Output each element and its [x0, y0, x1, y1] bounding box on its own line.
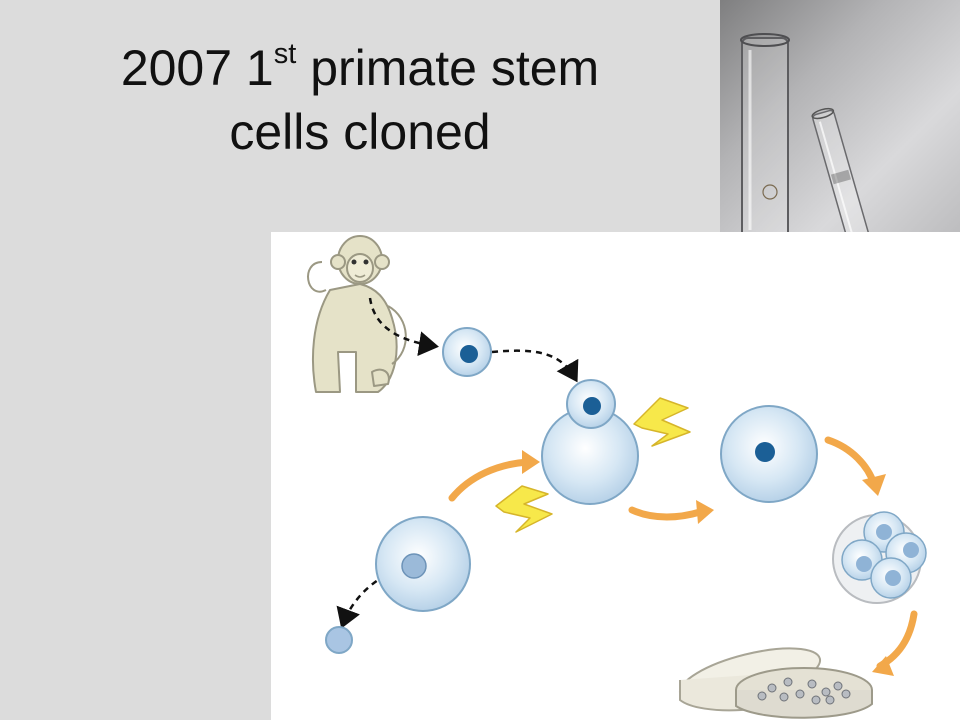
- somatic-cell: [442, 327, 492, 377]
- fusion-cells: [541, 379, 639, 505]
- title-line-1: 2007 1st primate stem: [120, 38, 600, 97]
- egg-cell: [375, 516, 471, 612]
- title-line-2: cells cloned: [229, 104, 491, 160]
- orange-arrow-fusion-to-embryo: [628, 500, 714, 524]
- transferred-nucleus: [755, 442, 775, 462]
- monkey-donor: [307, 235, 407, 393]
- egg-nucleus: [401, 553, 427, 579]
- petri-dish: [678, 647, 873, 719]
- somatic-nucleus: [460, 345, 478, 363]
- dashed-arrow-monkey-to-cell: [368, 297, 439, 357]
- orange-arrow-embryo-to-blastocyst: [824, 436, 886, 496]
- reconstructed-egg: [720, 405, 818, 503]
- removed-nucleus: [325, 626, 353, 654]
- large-test-tube: [740, 33, 790, 232]
- stem-cell-colonies: [757, 677, 851, 705]
- test-tubes-photo: [720, 0, 960, 232]
- dashed-arrow-somatic-to-fusion: [491, 349, 579, 383]
- slide-title: 2007 1st primate stem cells cloned: [10, 36, 710, 164]
- cloning-diagram: [307, 235, 927, 719]
- donor-nucleus: [583, 397, 601, 415]
- dashed-arrow-egg-nucleus-removed: [336, 564, 407, 629]
- electric-spark-top: [633, 397, 691, 447]
- electric-spark-bottom: [495, 485, 553, 533]
- early-embryo: [832, 511, 927, 604]
- orange-arrow-blastocyst-to-dish: [872, 610, 918, 676]
- test-tubes-image: [740, 33, 872, 232]
- pipette: [811, 107, 872, 232]
- cloning-diagram-panel: [271, 232, 960, 720]
- orange-arrow-egg-to-fusion: [448, 450, 540, 502]
